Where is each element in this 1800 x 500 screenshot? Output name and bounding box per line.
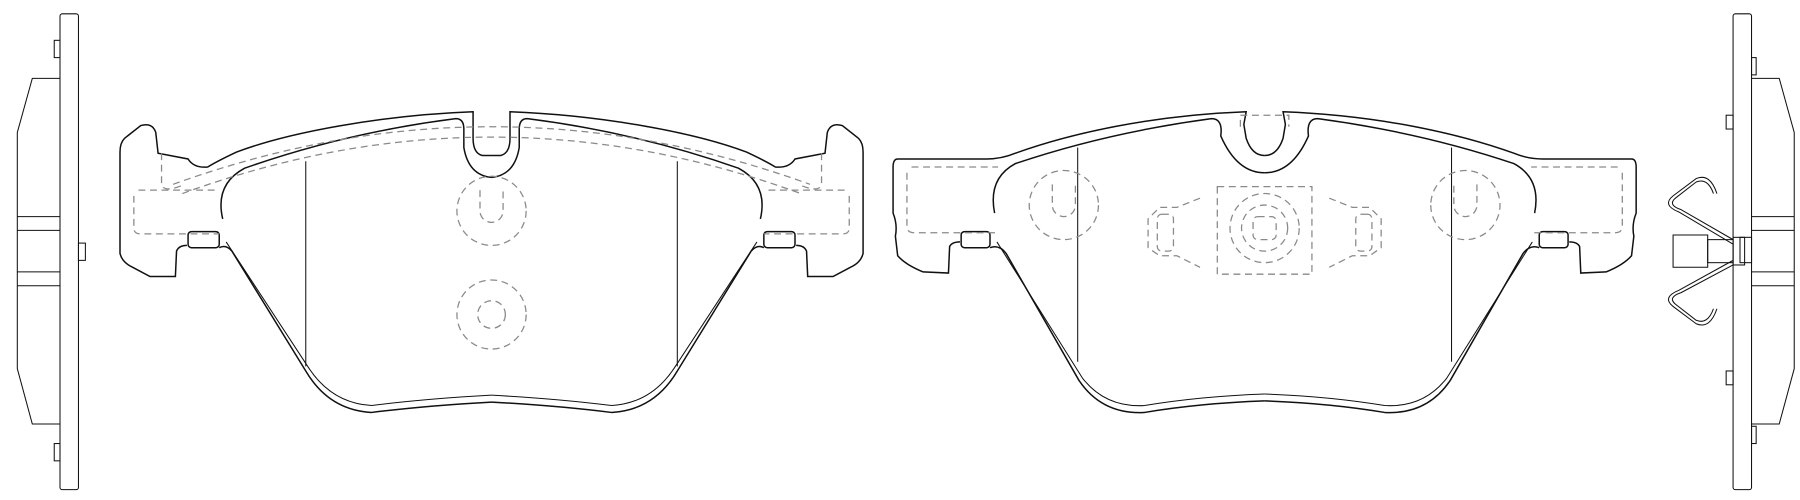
brake-pad-1 <box>119 110 864 414</box>
hidden-arc <box>172 126 811 185</box>
side-view-left <box>16 13 86 491</box>
brake-pad-2 <box>892 110 1637 414</box>
spring-clip <box>1667 176 1746 326</box>
side-view-right <box>1667 13 1795 491</box>
